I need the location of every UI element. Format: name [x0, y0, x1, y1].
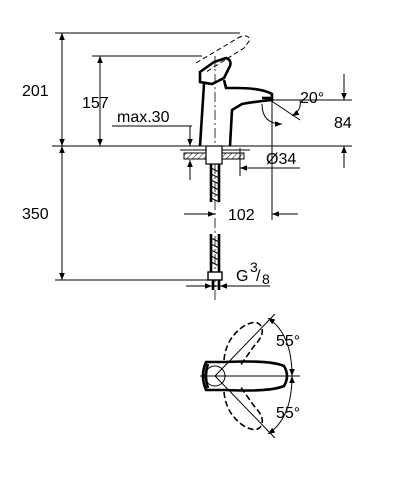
label-20deg: 20°: [300, 90, 324, 107]
top-view: 55° 55°: [200, 313, 300, 439]
lever: [198, 56, 232, 86]
angle-arc-bottom: [267, 375, 295, 435]
shank-assembly: [183, 145, 245, 290]
angle-line-bottom: [214, 375, 276, 439]
label-201: 201: [22, 83, 49, 100]
lever-raised-outline: [195, 35, 251, 73]
label-max30: max.30: [117, 109, 170, 126]
angle-arc-lower: [261, 103, 283, 127]
thread-callout: G 3 / 8: [186, 259, 270, 289]
angle-spray-line: [269, 99, 301, 121]
dim-outlet-angle: 20°: [261, 90, 330, 127]
label-thread-g: G: [236, 268, 248, 285]
lever-rotated-up: [223, 321, 264, 367]
faucet-side-view: [195, 35, 274, 300]
dim-max-thickness: max.30: [112, 109, 193, 180]
label-thread-num: 3: [250, 259, 258, 275]
dim-hole-diameter: Ø34: [239, 148, 300, 176]
label-55deg-bottom: 55°: [276, 405, 300, 422]
hose-braid-lower: [210, 237, 220, 267]
lever-rotated-down: [223, 385, 264, 431]
angle-line-top: [214, 313, 276, 377]
angle-arc-20: [291, 99, 301, 117]
dim-overall-height: 201: [22, 32, 240, 146]
label-157: 157: [82, 95, 109, 112]
dim-projection: 84: [330, 74, 352, 168]
label-350: 350: [22, 206, 49, 223]
hose-nut: [207, 271, 223, 281]
label-55deg-top: 55°: [276, 333, 300, 350]
faucet-body: [198, 79, 274, 147]
dim-hose-length: 350: [22, 146, 208, 281]
angle-arc-top: [267, 317, 295, 377]
label-84: 84: [334, 115, 352, 132]
dim-spout-height: 157: [82, 55, 202, 146]
label-d34: Ø34: [266, 151, 296, 168]
label-thread-den: 8: [262, 271, 270, 287]
label-thread-slash: /: [256, 268, 261, 285]
hose-braid-upper: [210, 167, 220, 203]
dim-reach: 102: [184, 100, 298, 224]
threaded-shank: [205, 145, 223, 165]
label-102: 102: [228, 207, 255, 224]
